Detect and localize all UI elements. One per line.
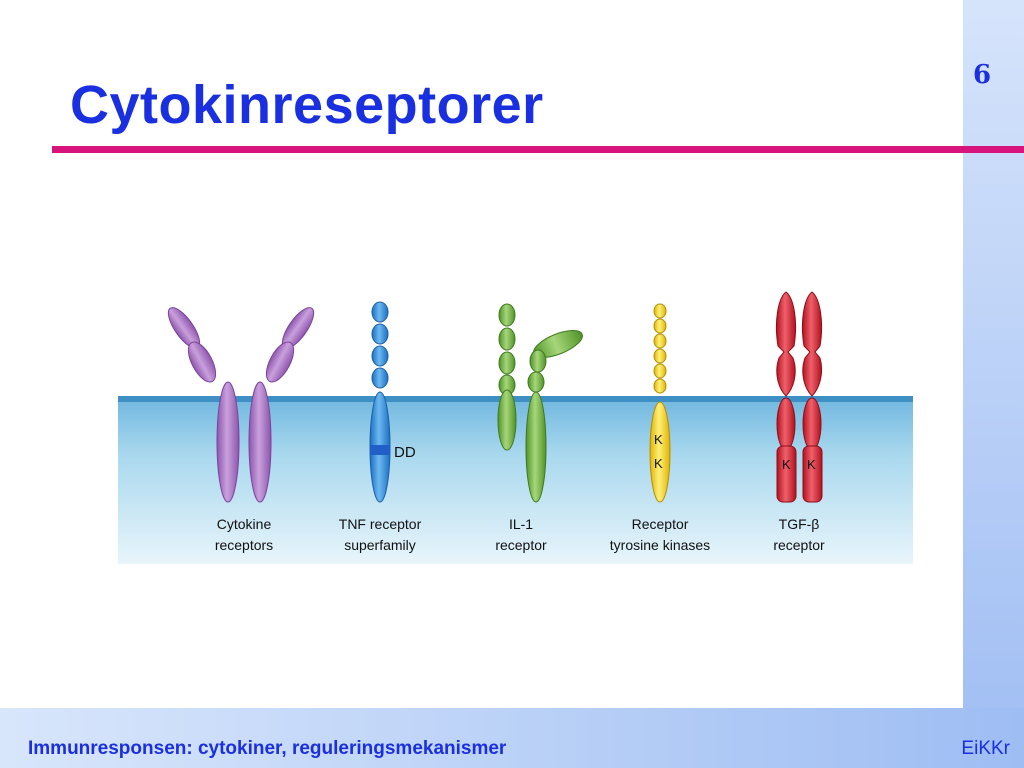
kinase-label-rtk-lower: K bbox=[654, 456, 663, 471]
footer-course-title: Immunresponsen: cytokiner, reguleringsme… bbox=[28, 738, 507, 759]
tnf-receptor-shape bbox=[369, 301, 391, 503]
receptor-label-tgf-line1: TGF-β bbox=[779, 516, 820, 532]
slide-title: Cytokinreseptorer bbox=[70, 75, 544, 135]
receptor-label-rtk-line2: tyrosine kinases bbox=[610, 537, 710, 553]
tyrosine-kinase-receptor-shape bbox=[649, 303, 671, 503]
death-domain-label: DD bbox=[394, 444, 416, 461]
footer-author: EiKKr bbox=[961, 738, 1010, 759]
tgf-beta-receptor-shape bbox=[775, 291, 823, 503]
title-underline bbox=[52, 146, 1024, 153]
receptor-label-cytokine-line1: Cytokine bbox=[217, 516, 272, 532]
receptor-label-tgf-line2: receptor bbox=[773, 537, 825, 553]
footer-band bbox=[0, 708, 1024, 768]
kinase-label-tgf-left: K bbox=[782, 457, 791, 472]
receptor-label-cytokine-line2: receptors bbox=[215, 537, 273, 553]
il1-receptor-shape bbox=[497, 303, 583, 503]
death-domain-band bbox=[370, 445, 390, 455]
membrane-top-edge bbox=[118, 396, 913, 402]
receptor-label-il1-line2: receptor bbox=[495, 537, 547, 553]
receptor-label-tnf-line2: superfamily bbox=[344, 537, 416, 553]
kinase-label-tgf-right: K bbox=[807, 457, 816, 472]
page-number: 6 bbox=[973, 60, 992, 90]
receptor-label-tnf-line1: TNF receptor bbox=[339, 516, 422, 532]
receptor-label-il1-line1: IL-1 bbox=[509, 516, 533, 532]
cytokine-receptor-diagram: DD K K K K Cytokine receptors TNF recept… bbox=[118, 291, 913, 564]
right-decorative-band bbox=[963, 0, 1024, 768]
kinase-label-rtk-upper: K bbox=[654, 432, 663, 447]
receptor-label-rtk-line1: Receptor bbox=[632, 516, 689, 532]
cytokine-receptor-shape bbox=[167, 307, 315, 503]
